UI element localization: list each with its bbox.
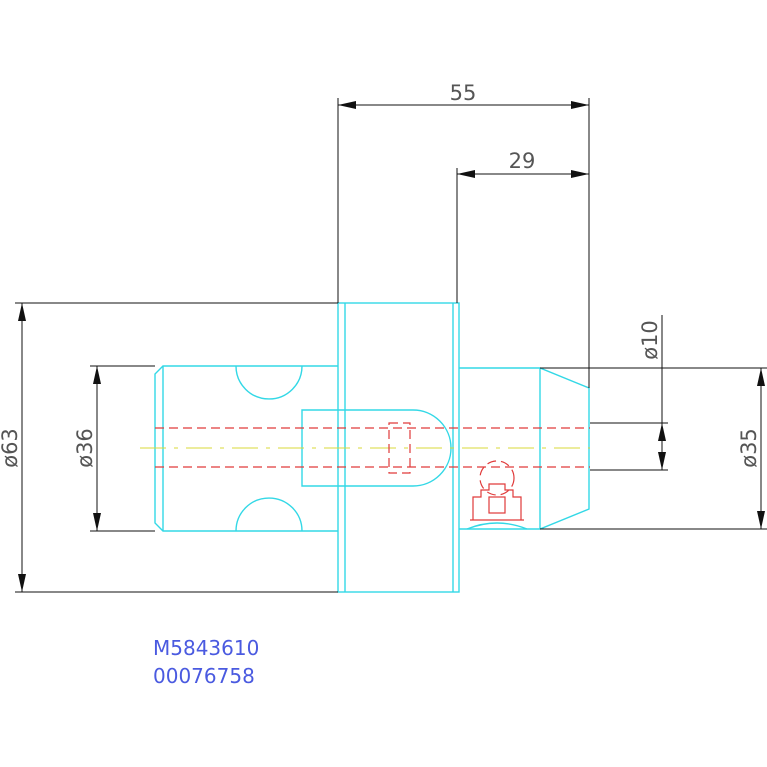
part-number: M5843610 [153, 636, 259, 660]
arrow-29-left [457, 170, 475, 178]
arrow-35-bottom [757, 511, 765, 529]
arrow-55-left [338, 101, 356, 109]
arrow-36-bottom [93, 513, 101, 531]
arrow-10-top [658, 423, 666, 441]
arrow-55-right [571, 101, 589, 109]
hidden-features [155, 422, 590, 521]
set-screw-head [488, 496, 506, 514]
dim-label-10: ø10 [638, 320, 662, 360]
center-boss [301, 409, 452, 487]
set-screw-hole-hidden [479, 460, 515, 496]
arrow-35-top [757, 368, 765, 386]
bore-step-hidden [388, 422, 411, 474]
dim-label-55: 55 [450, 81, 477, 105]
bottom-groove [235, 497, 303, 532]
set-screw-body [472, 483, 522, 520]
serial-number: 00076758 [153, 664, 255, 688]
dim-label-36: ø36 [73, 428, 97, 468]
dim-label-63: ø63 [0, 428, 22, 468]
top-groove [235, 365, 303, 400]
right-bottom-notch [466, 522, 528, 530]
dim-label-35: ø35 [737, 428, 761, 468]
arrow-10-bottom [658, 452, 666, 470]
dim-label-29: 29 [509, 149, 536, 173]
arrow-29-right [571, 170, 589, 178]
dimension-lines [15, 98, 767, 593]
arrow-63-bottom [18, 574, 26, 592]
arrow-36-top [93, 366, 101, 384]
arrow-63-top [18, 303, 26, 321]
